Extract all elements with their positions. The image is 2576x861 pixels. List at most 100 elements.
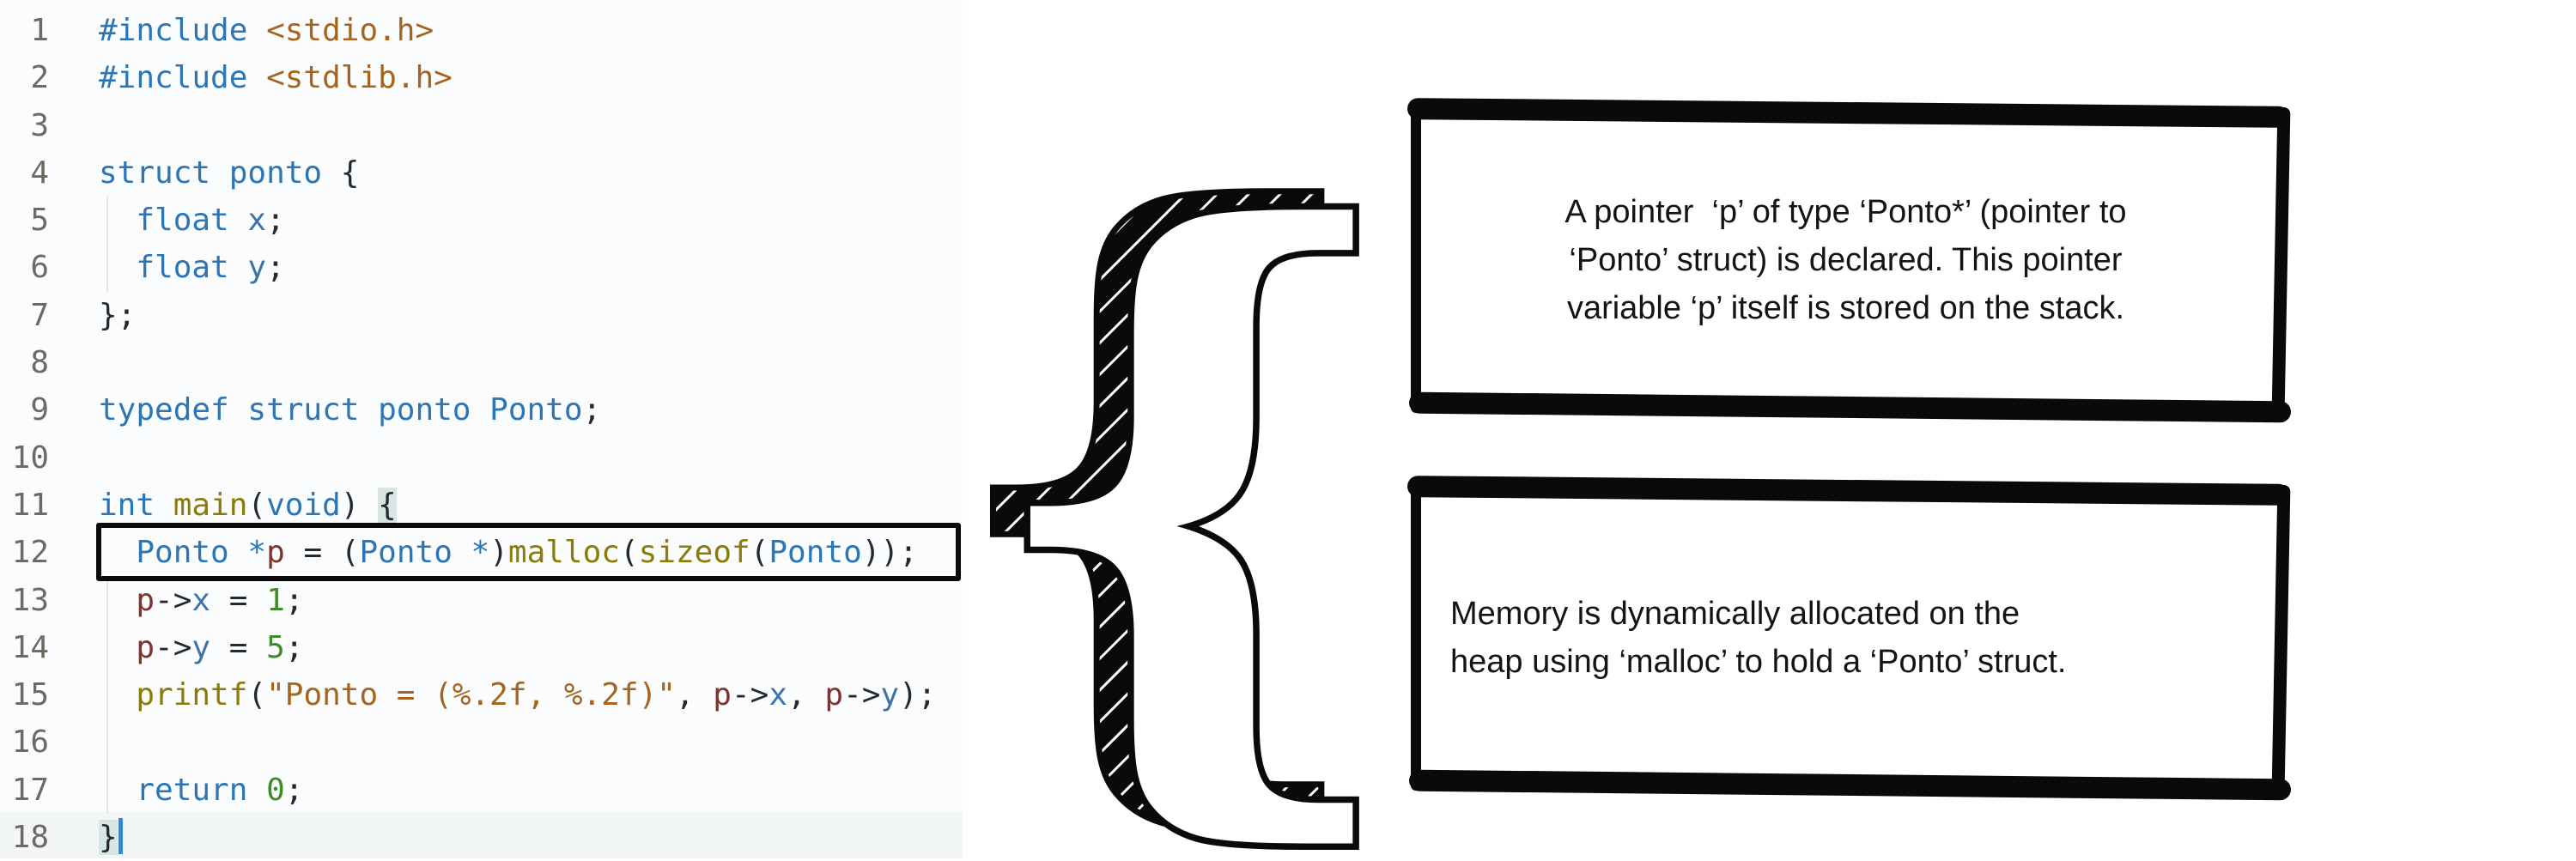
code-token: ,: [787, 677, 825, 713]
code-token: 5: [266, 629, 285, 665]
code-token: [247, 773, 266, 808]
code-line[interactable]: 1#include <stdio.h>: [0, 7, 963, 54]
svg-text:{: {: [973, 87, 1414, 861]
code-token: (: [750, 535, 769, 571]
line-number: 2: [30, 60, 49, 96]
code-token: int: [99, 487, 155, 523]
code-token: x: [191, 582, 211, 618]
code-text: printf("Ponto = (%.2f, %.2f)", p->x, p->…: [99, 671, 936, 719]
code-line[interactable]: 13 p->x = 1;: [0, 577, 963, 624]
code-token: }: [99, 820, 118, 856]
code-token: ;: [284, 629, 304, 665]
note-text: Memory is dynamically allocated on the he…: [1418, 590, 2274, 686]
line-number: 10: [11, 440, 49, 476]
sketch-border-right: [2271, 106, 2291, 415]
sketch-border-bottom: [1408, 769, 2292, 801]
code-line[interactable]: 3: [0, 102, 963, 149]
code-token: *: [247, 535, 267, 571]
code-text: }: [99, 814, 123, 861]
code-token: struct ponto: [99, 155, 323, 191]
code-line[interactable]: 4 struct ponto {: [0, 149, 963, 197]
line-number: 9: [30, 392, 49, 428]
code-line[interactable]: 11 int main(void) {: [0, 482, 963, 529]
code-text: return 0;: [99, 767, 303, 814]
code-token: p: [136, 582, 155, 618]
code-token: [229, 535, 248, 570]
sketch-border-top: [1406, 476, 2290, 506]
code-line[interactable]: 5 float x;: [0, 197, 963, 244]
code-token: ;: [266, 203, 285, 239]
line-number: 14: [11, 629, 49, 665]
code-token: main: [173, 487, 248, 523]
code-token: ->: [155, 582, 192, 618]
code-text: float y;: [99, 244, 284, 291]
note-text-line: ‘Ponto’ struct) is declared. This pointe…: [1569, 242, 2123, 278]
code-line[interactable]: 10: [0, 434, 963, 482]
sketch-border-left: [1411, 487, 1421, 791]
code-token: [99, 583, 136, 618]
code-token: return: [136, 772, 248, 808]
code-line[interactable]: 12 Ponto *p = (Ponto *)malloc(sizeof(Pon…: [0, 529, 963, 576]
sketch-border-left: [1411, 109, 1421, 414]
code-token: [99, 535, 136, 570]
code-line[interactable]: 2 #include <stdlib.h>: [0, 54, 963, 101]
code-token: #include: [99, 60, 248, 96]
note-box-stack-pointer: A pointer ‘p’ of type ‘Ponto*’ (pointer …: [1406, 98, 2292, 423]
code-line[interactable]: 8: [0, 339, 963, 386]
code-token: Ponto *: [359, 535, 490, 571]
line-number: 16: [11, 725, 49, 761]
code-editor[interactable]: 1#include <stdio.h> 2 #include <stdlib.h> 3…: [0, 0, 963, 858]
code-text: #include <stdlib.h>: [99, 54, 453, 101]
code-text: #include <stdio.h>: [99, 7, 434, 54]
code-token: p: [266, 535, 285, 571]
svg-text:{: {: [939, 71, 1380, 861]
code-token: [229, 250, 248, 285]
code-token: y: [191, 629, 211, 665]
code-token: x: [247, 203, 267, 239]
code-text: int main(void) {: [99, 482, 397, 529]
current-line-highlight: [0, 811, 963, 858]
note-box-heap-malloc: Memory is dynamically allocated on the he…: [1406, 476, 2292, 801]
code-token: (: [619, 535, 639, 571]
code-token: {: [322, 155, 360, 191]
code-line[interactable]: 6 float y;: [0, 244, 963, 291]
code-token: =: [210, 582, 267, 618]
code-line[interactable]: 14 p->y = 5;: [0, 624, 963, 671]
code-token: typedef struct ponto Ponto: [99, 392, 583, 428]
indent-guide: [106, 197, 108, 292]
code-token: <stdio.h>: [266, 13, 434, 48]
code-token: y: [247, 250, 267, 286]
code-line[interactable]: 16: [0, 719, 963, 766]
note-text-line: Memory is dynamically allocated on the: [1450, 596, 2020, 632]
code-token: ->: [843, 677, 881, 713]
code-token: malloc: [507, 535, 620, 571]
line-number: 11: [11, 487, 49, 523]
code-token: p: [136, 629, 155, 665]
code-token: ->: [155, 629, 192, 665]
code-token: float: [136, 203, 229, 239]
code-token: void: [266, 487, 341, 523]
sketch-border-bottom: [1408, 391, 2292, 423]
line-number: 4: [30, 155, 49, 191]
code-token: [99, 203, 136, 238]
code-line[interactable]: 9 typedef struct ponto Ponto;: [0, 386, 963, 434]
code-line[interactable]: 15 printf("Ponto = (%.2f, %.2f)", p->x, …: [0, 671, 963, 719]
code-line[interactable]: 7};: [0, 292, 963, 339]
line-number: 3: [30, 107, 49, 143]
code-token: Ponto: [769, 535, 862, 571]
code-line[interactable]: 17 return 0;: [0, 767, 963, 814]
code-token: (: [247, 487, 267, 523]
code-token: ));: [861, 535, 918, 571]
note-text-line: variable ‘p’ itself is stored on the sta…: [1566, 290, 2125, 326]
code-token: ): [489, 535, 508, 571]
code-text: typedef struct ponto Ponto;: [99, 386, 601, 434]
code-token: ;: [582, 392, 602, 428]
code-token: ;: [284, 582, 304, 618]
code-token: );: [899, 677, 937, 713]
code-line[interactable]: 18}: [0, 814, 963, 861]
code-token: };: [99, 297, 137, 333]
line-number: 12: [11, 535, 49, 571]
code-text: p->x = 1;: [99, 577, 304, 624]
code-token: p: [713, 677, 732, 713]
note-text-line: heap using ‘malloc’ to hold a ‘Ponto’ st…: [1450, 644, 2067, 680]
